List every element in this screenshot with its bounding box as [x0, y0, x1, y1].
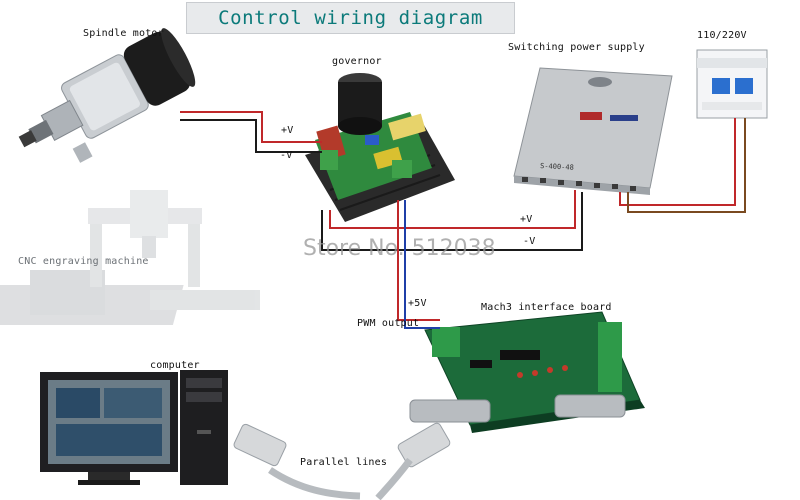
- pwm-wires: [397, 200, 440, 329]
- mach3-board-label: Mach3 interface board: [481, 302, 612, 313]
- cnc-machine-image: [0, 190, 260, 325]
- computer-image: [40, 370, 228, 485]
- motor-wires: [180, 111, 322, 153]
- parallel-lines-label: Parallel lines: [300, 457, 388, 468]
- computer-label: computer: [150, 360, 200, 371]
- switching-power-supply-label: Switching power supply: [508, 42, 645, 53]
- spindle-motor-image: [18, 28, 196, 163]
- store-watermark: Store No. 512038: [303, 236, 496, 261]
- mach3-board-image: [409, 311, 645, 433]
- supply-positive-label: +V: [520, 214, 533, 225]
- motor-positive-label: +V: [281, 125, 294, 136]
- supply-wires: [321, 190, 583, 251]
- cnc-machine-label: CNC engraving machine: [18, 256, 149, 267]
- circuit-breaker-image: [696, 49, 768, 119]
- pwm-output-label: PWM output: [357, 318, 420, 329]
- diagram-title: Control wiring diagram: [218, 7, 483, 29]
- motor-negative-label: -V: [280, 150, 293, 161]
- power-supply-image: S-400-48: [513, 67, 673, 195]
- pwm-5v-label: +5V: [408, 298, 427, 309]
- psu-model-text: S-400-48: [540, 162, 574, 172]
- title-banner: Control wiring diagram: [186, 2, 515, 34]
- supply-negative-label: -V: [523, 236, 536, 247]
- governor-label: governor: [332, 56, 382, 67]
- governor-image: [305, 73, 455, 222]
- mains-wires: [619, 118, 746, 213]
- mains-voltage-label: 110/220V: [697, 30, 747, 41]
- parallel-cable-image: [233, 422, 451, 500]
- spindle-motor-label: Spindle motor: [83, 28, 164, 39]
